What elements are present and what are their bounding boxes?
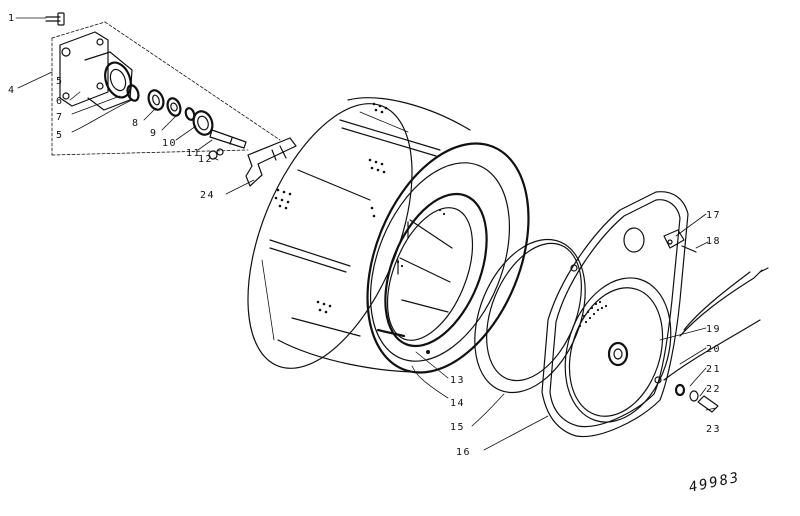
label-22: 22 (706, 384, 721, 395)
label-5b: 5 (56, 130, 64, 141)
label-19: 19 (706, 324, 721, 335)
label-16: 16 (456, 447, 471, 458)
label-4: 4 (8, 85, 16, 96)
leader-lines (15, 17, 717, 451)
drum-shaft-part (208, 129, 247, 160)
label-23: 23 (706, 424, 721, 435)
label-1: 1 (8, 13, 16, 24)
label-15: 15 (450, 422, 465, 433)
label-18: 18 (706, 236, 721, 247)
label-21: 21 (706, 364, 721, 375)
label-12: 12 (198, 154, 213, 165)
label-7: 7 (56, 112, 64, 123)
reference-code: 49983 (688, 469, 742, 495)
label-9: 9 (150, 128, 158, 139)
part-labels: 1 4 5 6 7 5 8 9 10 11 12 24 13 14 15 16 … (8, 13, 721, 458)
bulkhead-perforations (578, 300, 608, 328)
rear-bulkhead-part (541, 191, 697, 438)
label-24: 24 (200, 190, 215, 201)
label-14: 14 (450, 398, 465, 409)
label-11: 11 (186, 148, 201, 159)
fasteners-part (674, 383, 719, 413)
drum-support-plate-part (245, 137, 297, 187)
label-6: 6 (56, 96, 64, 107)
bearing-bracket-part (59, 31, 109, 107)
label-5a: 5 (56, 76, 64, 87)
label-20: 20 (706, 344, 721, 355)
wire-harness-part (663, 267, 769, 381)
label-8: 8 (132, 118, 140, 129)
bearing-assembly-group (45, 12, 297, 187)
label-10: 10 (162, 138, 177, 149)
label-13: 13 (450, 375, 465, 386)
screw-part (45, 12, 65, 26)
bearing-housing-part (84, 51, 133, 111)
shaft-rings-part (126, 84, 214, 136)
drum-part (247, 97, 530, 374)
drum-perforations (274, 102, 446, 314)
label-17: 17 (706, 210, 721, 221)
